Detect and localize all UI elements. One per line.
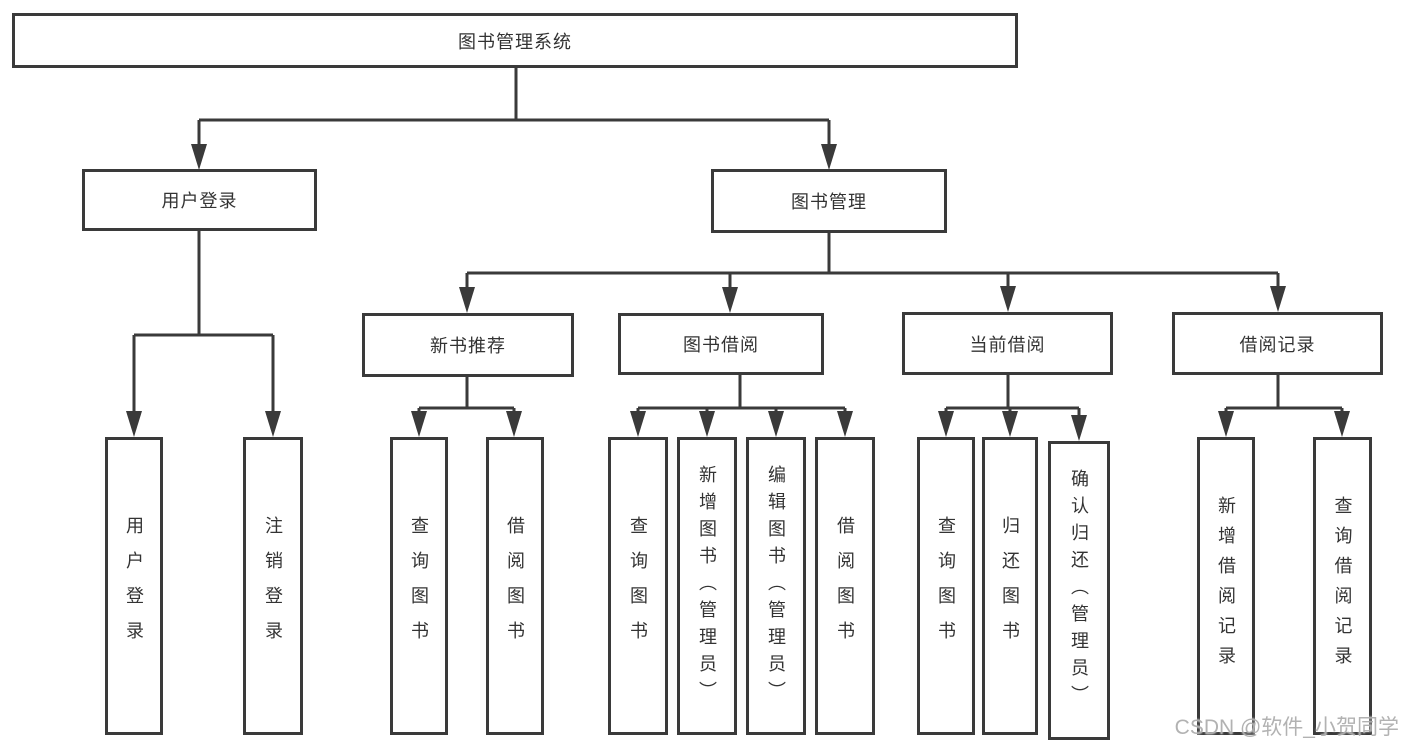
node-label: 用户登录: [161, 191, 238, 211]
node-label: 图书管理系统: [458, 31, 572, 52]
leaf-label: 查询图书: [936, 516, 956, 656]
leaf-label: 归还图书: [1000, 516, 1020, 656]
leaf-label: 用户登录: [124, 516, 144, 656]
leaf-label: 查询借阅记录: [1332, 496, 1353, 676]
leaf-logout: 注销登录: [243, 437, 303, 735]
leaf-return-books: 归还图书: [982, 437, 1038, 735]
node-library-management-system: 图书管理系统: [12, 13, 1018, 68]
leaf-user-login: 用户登录: [105, 437, 163, 735]
leaf-label: 借阅图书: [505, 516, 525, 656]
node-new-book-recommend: 新书推荐: [362, 313, 574, 377]
leaf-query-books-borrowing: 查询图书: [608, 437, 668, 735]
node-book-borrowing: 图书借阅: [618, 313, 824, 375]
leaf-borrow-books-recommend: 借阅图书: [486, 437, 544, 735]
leaf-label: 新增图书（管理员）: [697, 464, 717, 708]
node-label: 借阅记录: [1239, 334, 1316, 355]
leaf-add-borrow-record: 新增借阅记录: [1197, 437, 1255, 735]
leaf-edit-book-admin: 编辑图书（管理员）: [746, 437, 806, 735]
csdn-watermark: CSDN @软件_小贺同学: [1174, 716, 1399, 739]
node-user-login: 用户登录: [82, 169, 317, 231]
leaf-query-books-recommend: 查询图书: [390, 437, 448, 735]
leaf-label: 注销登录: [263, 516, 283, 656]
node-label: 新书推荐: [430, 336, 506, 356]
node-label: 图书管理: [791, 192, 867, 212]
leaf-borrow-books-borrowing: 借阅图书: [815, 437, 875, 735]
leaf-label: 查询图书: [409, 516, 429, 656]
leaf-query-borrow-record: 查询借阅记录: [1313, 437, 1372, 735]
leaf-label: 新增借阅记录: [1216, 496, 1236, 676]
node-borrowing-records: 借阅记录: [1172, 312, 1383, 375]
leaf-label: 编辑图书（管理员）: [766, 464, 786, 708]
leaf-query-books-current: 查询图书: [917, 437, 975, 735]
node-current-borrowing: 当前借阅: [902, 312, 1113, 375]
node-book-management: 图书管理: [711, 169, 947, 233]
leaf-label: 确认归还（管理员）: [1069, 469, 1089, 712]
leaf-confirm-return-admin: 确认归还（管理员）: [1048, 441, 1110, 740]
node-label: 图书借阅: [683, 335, 759, 355]
node-label: 当前借阅: [969, 334, 1046, 355]
leaf-add-book-admin: 新增图书（管理员）: [677, 437, 737, 735]
leaf-label: 查询图书: [628, 516, 648, 656]
leaf-label: 借阅图书: [835, 516, 855, 656]
